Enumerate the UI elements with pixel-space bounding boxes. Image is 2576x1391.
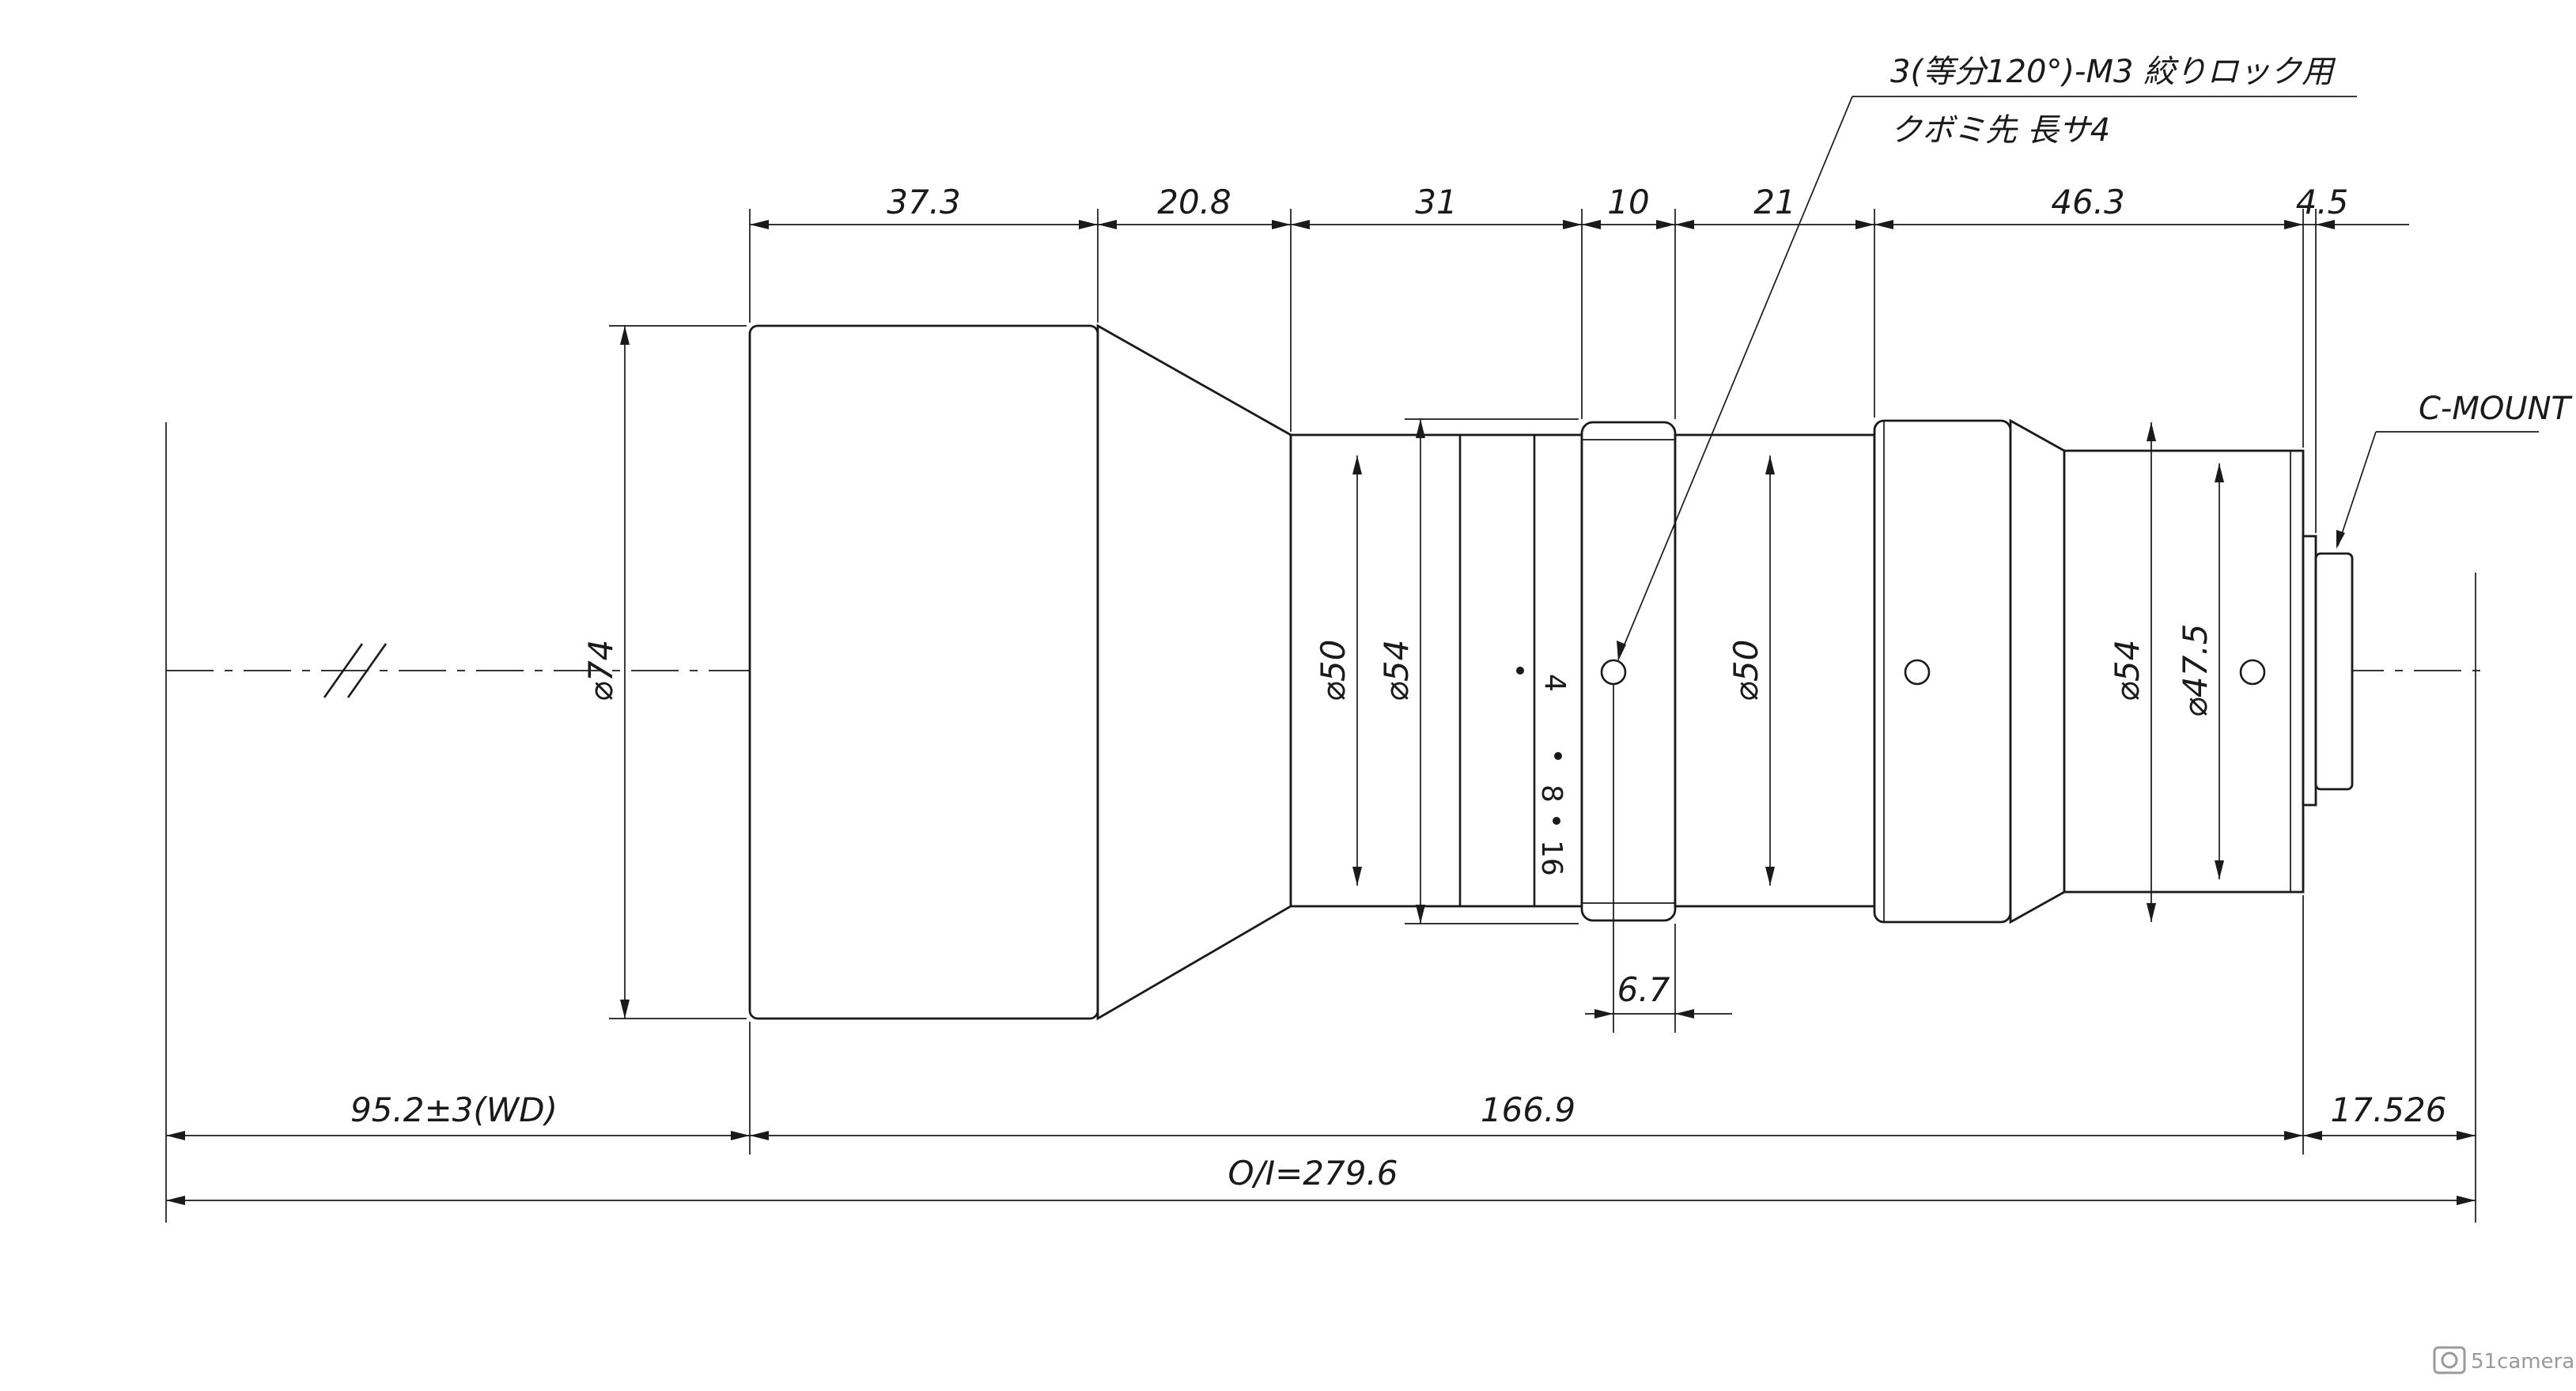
lens-length-label: 166.9 xyxy=(1481,1090,1575,1129)
tapered-section xyxy=(1096,323,1292,1021)
dim-21: 21 xyxy=(1753,183,1795,221)
ring-diameter-dim xyxy=(1405,418,1579,924)
aperture-mark-4: 4 xyxy=(1538,674,1571,692)
lock-screw-hole xyxy=(2239,659,2266,686)
tube-diameter-dim xyxy=(1352,455,1362,886)
dim-4-5: 4.5 xyxy=(2296,183,2349,221)
dim-37-3: 37.3 xyxy=(887,183,961,221)
rear-taper xyxy=(2009,418,2066,924)
total-length-label: O/I=279.6 xyxy=(1227,1154,1398,1193)
lock-note-line-2: クボミ先 長サ4 xyxy=(1890,112,2110,149)
flange-back-label: 17.526 xyxy=(2331,1090,2447,1129)
c-mount-label: C-MOUNT xyxy=(2419,391,2574,427)
middle-tube xyxy=(1674,433,1876,908)
screw-offset-dim xyxy=(1585,685,1732,1033)
watermark-logo xyxy=(2433,1346,2466,1374)
aperture-dot xyxy=(1554,752,1562,760)
axis-break-mark xyxy=(346,643,388,698)
dim-10: 10 xyxy=(1607,183,1649,221)
c-mount-thread xyxy=(2302,535,2317,807)
screw-offset-label: 6.7 xyxy=(1617,970,1670,1009)
wd-label: 95.2±3(WD) xyxy=(350,1090,558,1129)
rear-diameter-label: ⌀54 xyxy=(2108,640,2147,702)
rear-tube xyxy=(2063,449,2305,894)
tube-section xyxy=(1289,433,1583,908)
watermark-text: 51camera xyxy=(2471,1350,2574,1374)
length-dimension-arrows xyxy=(166,1131,2476,1140)
lock-screw-hole xyxy=(1600,659,1627,686)
top-dimension-arrows xyxy=(750,220,2335,229)
dim-31: 31 xyxy=(1415,183,1457,221)
rear-inner-diameter-label: ⌀47.5 xyxy=(2176,624,2215,718)
lock-screw-hole xyxy=(1904,659,1931,686)
axis-break-mark xyxy=(323,643,364,698)
dim-46-3: 46.3 xyxy=(2051,183,2125,221)
c-mount-flange xyxy=(2314,552,2354,791)
total-dimension-arrows xyxy=(166,1196,2476,1205)
front-diameter-label: ⌀74 xyxy=(581,640,620,702)
dim-20-8: 20.8 xyxy=(1157,183,1231,221)
lock-note-leader xyxy=(1617,96,2357,661)
focus-ring xyxy=(1873,419,2012,924)
rear-diameter-dim xyxy=(2147,422,2156,922)
aperture-ring xyxy=(1580,421,1677,922)
aperture-dot xyxy=(1553,817,1560,825)
bottom-extension-lines xyxy=(165,422,2476,1223)
extension-lines xyxy=(749,209,2317,533)
tube-diameter-label: ⌀50 xyxy=(1314,640,1352,702)
front-diameter-dim xyxy=(609,325,747,1019)
rear-inner-diameter-dim xyxy=(2215,463,2224,879)
lock-note-line-1: 3(等分120°)-M3 絞りロック用 xyxy=(1890,54,2336,90)
mid-diameter-label: ⌀50 xyxy=(1727,640,1765,702)
c-mount-leader xyxy=(2336,431,2539,549)
aperture-mark-16: 16 xyxy=(1535,840,1568,876)
mid-diameter-dim xyxy=(1765,455,1775,886)
front-barrel xyxy=(748,324,1099,1020)
ring-diameter-label: ⌀54 xyxy=(1377,640,1416,702)
aperture-index-dot xyxy=(1516,667,1524,675)
aperture-mark-8: 8 xyxy=(1535,784,1568,803)
